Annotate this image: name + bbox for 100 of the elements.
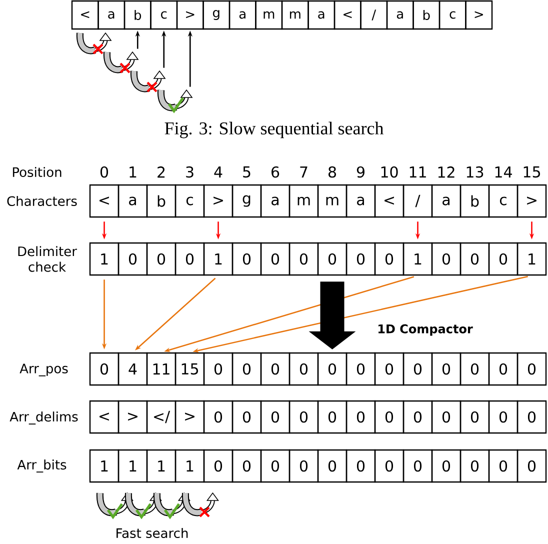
- index-label: 11: [410, 166, 426, 178]
- row-label: Characters: [7, 196, 77, 206]
- array-cell: 0: [374, 352, 404, 386]
- index-label: 9: [356, 166, 364, 178]
- array-cell: 0: [232, 400, 262, 434]
- array-cell: >: [516, 184, 547, 218]
- array-cell: 0: [488, 352, 518, 386]
- array-cell: 0: [460, 352, 490, 386]
- array-cell: 0: [516, 400, 547, 434]
- array-cell: 0: [232, 242, 262, 276]
- array-cell: 1: [516, 242, 547, 276]
- array-cell: 0: [288, 352, 319, 386]
- index-label: 10: [381, 166, 398, 178]
- row-label: Arr_delims: [10, 412, 78, 424]
- array-cell: >: [203, 184, 234, 218]
- array-cell: a: [386, 0, 414, 30]
- array-cell: a: [346, 184, 376, 218]
- array-cell: 4: [118, 352, 148, 386]
- row-label: Delimiter check: [18, 246, 77, 272]
- array-cell: 0: [346, 400, 376, 434]
- array-cell: b: [460, 184, 490, 218]
- array-cell: 0: [260, 400, 290, 434]
- array-cell: 0: [317, 242, 348, 276]
- array-cell: /: [402, 184, 433, 218]
- array-cell: 1: [402, 242, 433, 276]
- array-cell: 0: [460, 449, 490, 483]
- array-cell: 0: [374, 242, 404, 276]
- array-cell: g: [232, 184, 262, 218]
- array-cell: a: [308, 0, 336, 30]
- array-cell: 0: [460, 400, 490, 434]
- array-cell: 0: [174, 242, 205, 276]
- array-cell: g: [202, 0, 230, 30]
- array-cell: 1: [203, 242, 234, 276]
- array-cell: >: [174, 400, 205, 434]
- array-cell: m: [288, 184, 319, 218]
- array-cell: >: [465, 0, 493, 30]
- arrow-label: 1D Compactor: [378, 324, 473, 336]
- array-cell: 0: [431, 242, 462, 276]
- array-cell: 0: [516, 449, 547, 483]
- array-cell: 0: [346, 449, 376, 483]
- index-label: 4: [214, 166, 222, 178]
- array-cell: 0: [203, 449, 234, 483]
- array-cell: 1: [89, 449, 120, 483]
- array-cell: 0: [374, 449, 404, 483]
- array-cell: 0: [488, 242, 518, 276]
- array-cell: c: [150, 0, 178, 30]
- array-cell: 0: [402, 352, 433, 386]
- array-cell: 15: [174, 352, 205, 386]
- array-cell: 0: [146, 242, 176, 276]
- index-label: 7: [300, 166, 308, 178]
- index-label: 0: [100, 166, 108, 178]
- array-cell: 0: [346, 352, 376, 386]
- array-cell: b: [146, 184, 176, 218]
- row-label: Arr_pos: [20, 364, 68, 376]
- index-label: 6: [272, 166, 280, 178]
- array-cell: 0: [288, 242, 319, 276]
- array-cell: 0: [203, 400, 234, 434]
- array-cell: 0: [203, 352, 234, 386]
- array-cell: 0: [288, 400, 319, 434]
- array-cell: c: [174, 184, 205, 218]
- array-cell: 1: [89, 242, 120, 276]
- array-cell: a: [118, 184, 148, 218]
- row-label: Position: [12, 166, 62, 178]
- array-cell: /: [360, 0, 388, 30]
- array-cell: 0: [118, 242, 148, 276]
- array-cell: m: [281, 0, 309, 30]
- row-label: Arr_bits: [17, 460, 66, 472]
- array-cell: a: [98, 0, 126, 30]
- array-cell: b: [412, 0, 440, 30]
- array-cell: >: [176, 0, 204, 30]
- array-cell: <: [374, 184, 404, 218]
- figure-caption: Fig. 3: Slow sequential search: [164, 122, 384, 138]
- array-cell: c: [438, 0, 466, 30]
- array-cell: 0: [317, 352, 348, 386]
- index-label: 14: [495, 166, 512, 178]
- array-cell: >: [118, 400, 148, 434]
- array-cell: b: [124, 0, 152, 30]
- index-label: 12: [438, 166, 454, 178]
- array-cell: 1: [174, 449, 205, 483]
- index-label: 2: [158, 166, 165, 178]
- array-cell: <: [71, 0, 99, 30]
- array-cell: 0: [346, 242, 376, 276]
- array-cell: m: [255, 0, 283, 30]
- array-cell: a: [260, 184, 290, 218]
- array-cell: 0: [260, 352, 290, 386]
- array-cell: c: [488, 184, 518, 218]
- array-cell: 0: [488, 400, 518, 434]
- array-cell: </: [146, 400, 176, 434]
- array-cell: 0: [431, 400, 462, 434]
- array-cell: 11: [146, 352, 176, 386]
- array-cell: 0: [488, 449, 518, 483]
- array-cell: 0: [317, 400, 348, 434]
- array-cell: 0: [460, 242, 490, 276]
- array-cell: 0: [89, 352, 120, 386]
- index-label: 15: [524, 166, 540, 178]
- array-cell: a: [228, 0, 256, 30]
- array-cell: 0: [516, 352, 547, 386]
- caption-text: Fast search: [116, 528, 188, 538]
- array-cell: 0: [374, 400, 404, 434]
- array-cell: a: [431, 184, 462, 218]
